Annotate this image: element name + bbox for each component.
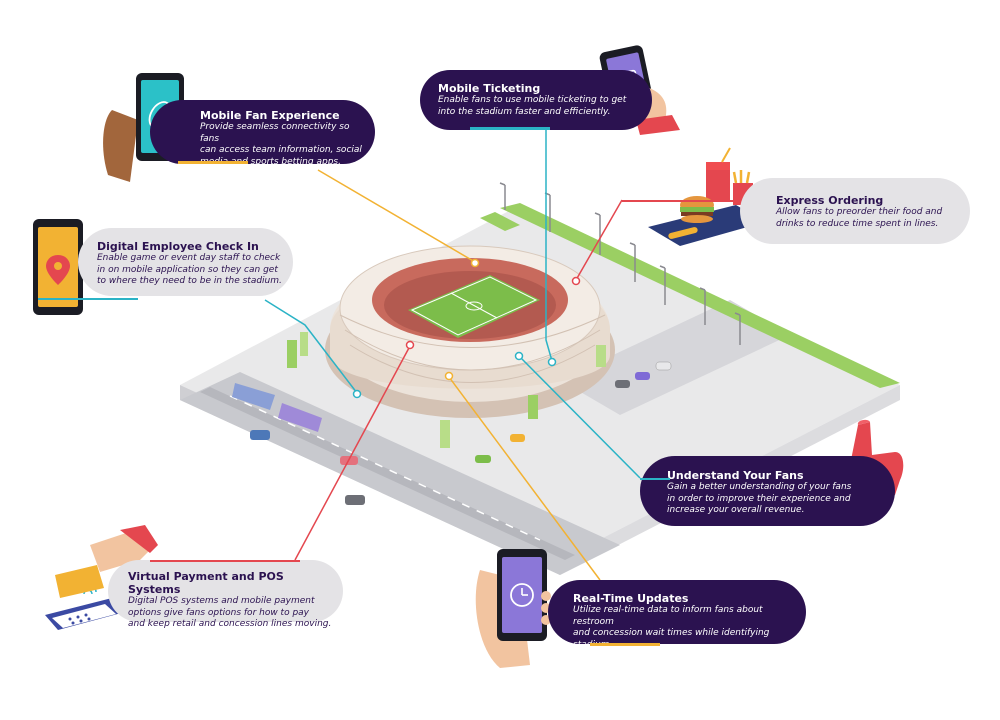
callout-desc-line: in order to improve their experience and	[667, 493, 851, 504]
callout-desc-line: options give fans options for how to pay	[128, 607, 310, 618]
callout-underline	[622, 200, 740, 202]
callout-underline	[150, 560, 300, 562]
stadium-building	[325, 245, 615, 418]
callout-underline	[178, 161, 248, 164]
trees	[287, 332, 606, 448]
burger-tray-icon	[648, 147, 765, 246]
callout-title: Mobile Ticketing	[438, 82, 541, 95]
callout-underline	[470, 127, 550, 130]
callout-desc-line: and concession wait times while identify…	[573, 628, 770, 650]
lamp-posts	[499, 182, 741, 345]
callout-desc-line: and keep retail and concession lines mov…	[128, 619, 332, 629]
callout-title: Digital Employee Check In	[97, 240, 259, 253]
callout-underline	[640, 478, 670, 480]
callout-desc-line: Gain a better understanding of your fans	[667, 482, 852, 492]
callout-mobile-fan-experience: Mobile Fan Experience Provide seamless c…	[150, 100, 375, 167]
connector-lines	[264, 127, 641, 581]
callout-title: Mobile Fan Experience	[200, 109, 340, 122]
map-pin-tablet-icon	[33, 219, 83, 315]
callout-desc-line: media and sports betting apps.	[200, 156, 341, 167]
callout-digital-employee-check-in: Digital Employee Check In Enable game or…	[78, 228, 293, 296]
callout-desc-line: Digital POS systems and mobile payment	[128, 596, 315, 606]
callout-desc-line: increase your overall revenue.	[667, 505, 805, 515]
callout-express-ordering: Express Ordering Allow fans to preorder …	[740, 178, 970, 244]
callout-desc-line: bottlenecks for improved decision-making…	[573, 651, 766, 661]
callout-mobile-ticketing: Mobile Ticketing Enable fans to use mobi…	[420, 70, 652, 130]
clock-phone-icon	[475, 549, 551, 668]
callout-desc-line: in on mobile application so they can get	[97, 264, 278, 275]
callout-desc-line: Allow fans to preorder their food and	[776, 207, 943, 217]
callout-desc-line: drinks to reduce time spent in lines.	[776, 218, 939, 229]
callout-desc-line: Provide seamless connectivity so fans	[200, 122, 350, 144]
callout-desc-line: Utilize real-time data to inform fans ab…	[573, 605, 763, 627]
callout-desc-line: can access team information, social	[200, 145, 362, 155]
callout-desc-line: Enable game or event day staff to check	[97, 253, 281, 263]
callout-title: Express Ordering	[776, 194, 884, 207]
callout-virtual-payment-pos: Virtual Payment and POS Systems Digital …	[108, 560, 343, 629]
callout-desc-line: Enable fans to use mobile ticketing to g…	[438, 95, 627, 105]
callout-underline	[38, 298, 138, 300]
callout-title: Understand Your Fans	[667, 469, 804, 482]
callout-title: Real-Time Updates	[573, 592, 689, 605]
callout-underline	[590, 643, 660, 646]
card-terminal-icon	[45, 525, 158, 630]
callout-real-time-updates: Real-Time Updates Utilize real-time data…	[548, 580, 806, 661]
callout-desc-line: to where they need to be in the stadium.	[97, 276, 282, 286]
callout-desc-line: into the stadium faster and efficiently.	[438, 106, 611, 117]
callout-understand-your-fans: Understand Your Fans Gain a better under…	[640, 456, 895, 526]
callout-title: Virtual Payment and POS Systems	[128, 570, 284, 596]
